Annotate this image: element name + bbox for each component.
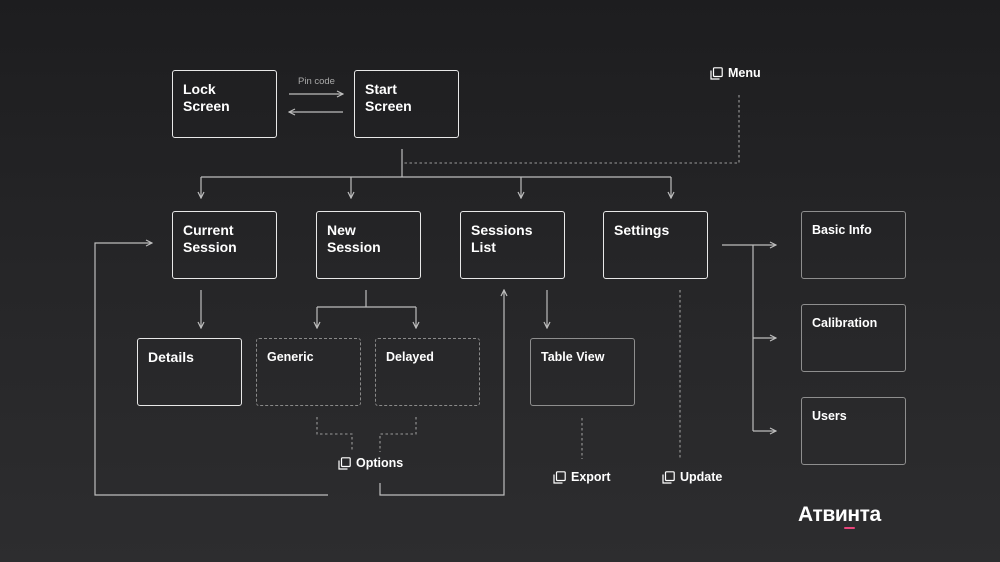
delayed-node: Delayed	[375, 338, 480, 406]
current-session-node: Current Session	[172, 211, 277, 279]
settings-node: Settings	[603, 211, 708, 279]
details-node: Details	[137, 338, 242, 406]
lock-screen-node: Lock Screen	[172, 70, 277, 138]
start-screen-node: Start Screen	[354, 70, 459, 138]
brand-logo: Атвинта	[798, 503, 881, 529]
brand-logo-accent	[844, 527, 855, 529]
export-tag: Export	[553, 470, 611, 484]
copy-icon	[553, 470, 566, 484]
edge-options-to-sessions-list	[379, 290, 504, 496]
generic-node: Generic	[256, 338, 361, 406]
new-session-node: New Session	[316, 211, 421, 279]
pin-code-label: Pin code	[298, 76, 335, 87]
options-tag-label: Options	[356, 456, 404, 470]
table-view-node: Table View	[530, 338, 635, 406]
update-tag-label: Update	[680, 470, 723, 484]
edge-delayed-to-options	[379, 417, 417, 452]
copy-icon	[710, 66, 723, 80]
menu-tag: Menu	[710, 66, 761, 80]
copy-icon	[662, 470, 675, 484]
edge-options-to-current-session	[94, 243, 328, 496]
copy-icon	[338, 456, 351, 470]
menu-tag-label: Menu	[728, 66, 761, 80]
export-tag-label: Export	[571, 470, 611, 484]
sessions-list-node: Sessions List	[460, 211, 565, 279]
users-node: Users	[801, 397, 906, 465]
options-tag: Options	[338, 456, 403, 470]
basic-info-node: Basic Info	[801, 211, 906, 279]
brand-logo-text: Атвинта	[798, 503, 881, 526]
calibration-node: Calibration	[801, 304, 906, 372]
edge-generic-to-options	[316, 417, 353, 452]
update-tag: Update	[662, 470, 722, 484]
